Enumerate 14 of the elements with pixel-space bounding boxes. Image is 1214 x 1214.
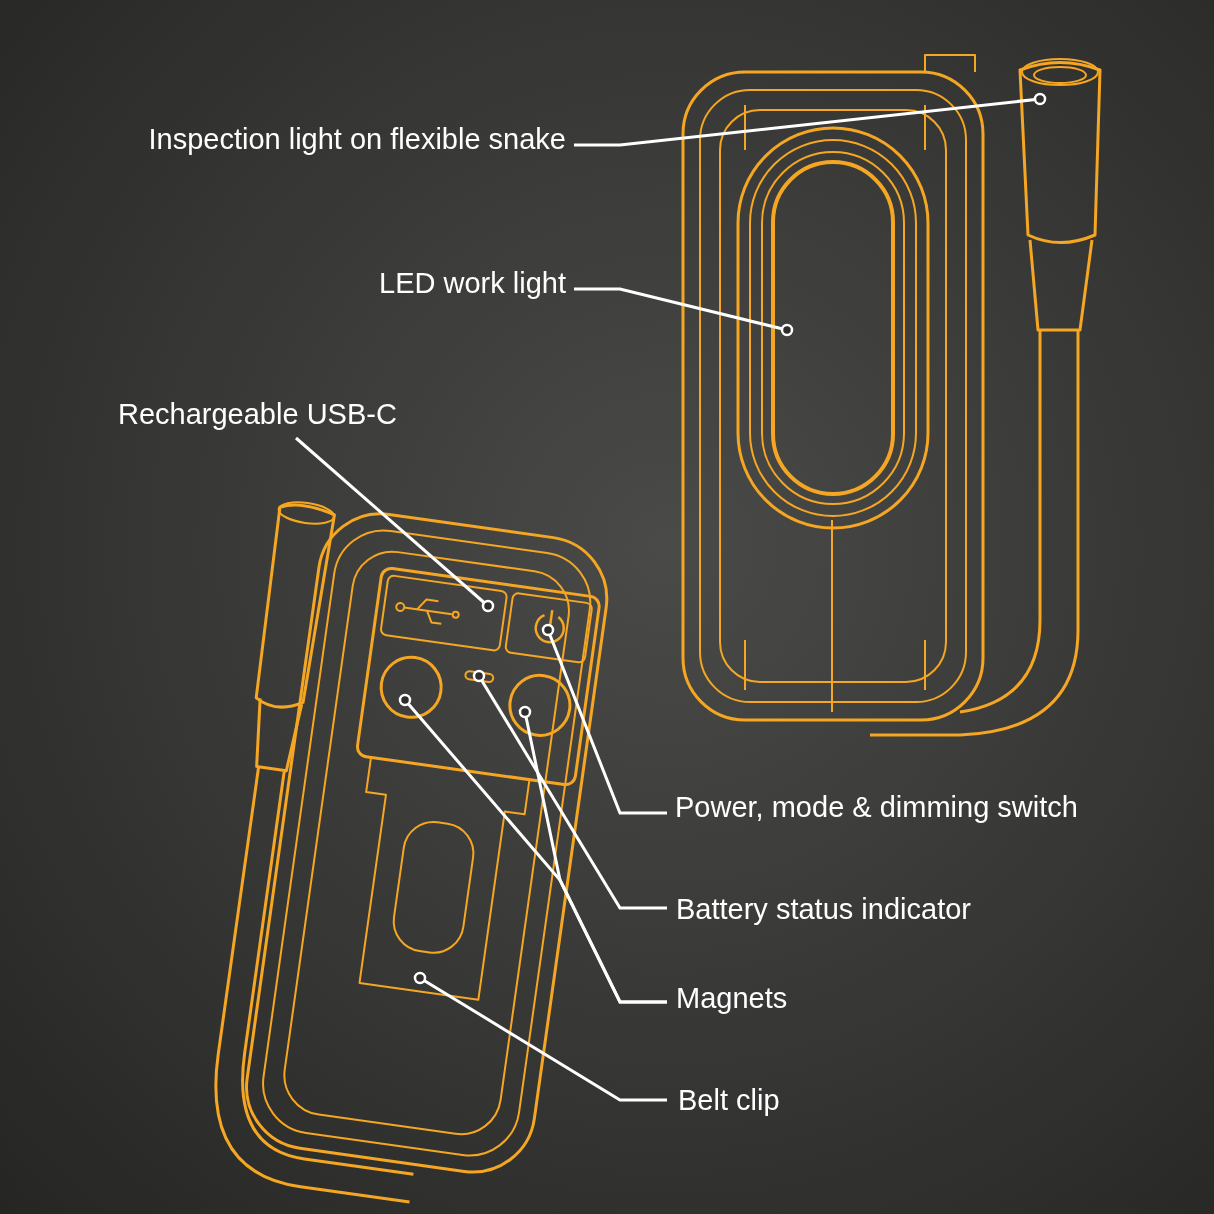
callout-label: LED work light [379,265,566,301]
callout-label: Belt clip [678,1082,780,1118]
leader-line [413,971,667,1102]
callout-label: Rechargeable USB-C [118,396,397,432]
leader-line [518,705,667,1004]
callout-label: Battery status indicator [676,891,971,927]
callout-label: Inspection light on flexible snake [148,121,566,157]
callout-label: Magnets [676,980,788,1016]
leader-line [574,92,1047,147]
callout-label: Power, mode & dimming switch [675,789,1078,825]
leader-line [472,669,667,910]
leader-line [574,287,794,337]
leader-line [541,623,667,815]
leader-line [295,436,495,613]
